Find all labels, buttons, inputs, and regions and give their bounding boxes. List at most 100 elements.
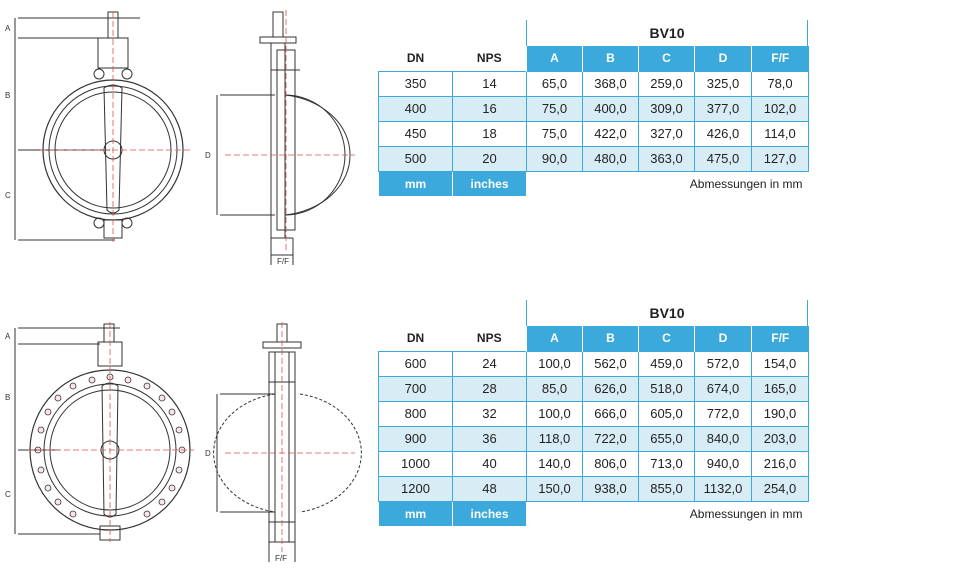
cell: 900 — [378, 425, 453, 452]
cell: 1132,0 — [694, 475, 752, 502]
col-header: B — [582, 326, 639, 351]
unit-mm: mm — [378, 170, 453, 197]
cell: 1000 — [378, 450, 453, 477]
col-header: C — [638, 326, 695, 351]
dim-c-label: C — [5, 191, 11, 200]
col-header: NPS — [452, 326, 527, 351]
cell: 800 — [378, 400, 453, 427]
cell: 75,0 — [526, 95, 583, 122]
cell: 203,0 — [751, 425, 809, 452]
col-header: DN — [378, 326, 453, 351]
cell: 480,0 — [582, 145, 639, 172]
cell: 938,0 — [582, 475, 639, 502]
cell: 400,0 — [582, 95, 639, 122]
cell: 36 — [452, 425, 527, 452]
cell: 713,0 — [638, 450, 695, 477]
cell: 377,0 — [694, 95, 752, 122]
cell: 940,0 — [694, 450, 752, 477]
dimensions-note: Abmessungen in mm — [526, 171, 809, 196]
table-row: 350 14 65,0 368,0 259,0 325,0 78,0 — [378, 70, 809, 97]
header-row: DN NPS A B C D F/F — [378, 46, 809, 71]
col-header: F/F — [751, 46, 809, 71]
dim-a-label-2: A — [5, 332, 11, 341]
dimensions-note: Abmessungen in mm — [526, 501, 809, 526]
col-header: F/F — [751, 326, 809, 351]
cell: 140,0 — [526, 450, 583, 477]
cell: 325,0 — [694, 70, 752, 97]
cell: 572,0 — [694, 350, 752, 377]
cell: 20 — [452, 145, 527, 172]
cell: 259,0 — [638, 70, 695, 97]
unit-inches: inches — [452, 170, 527, 197]
table-title: BV10 — [526, 300, 808, 326]
cell: 855,0 — [638, 475, 695, 502]
cell: 700 — [378, 375, 453, 402]
cell: 350 — [378, 70, 453, 97]
cell: 722,0 — [582, 425, 639, 452]
cell: 102,0 — [751, 95, 809, 122]
col-header: NPS — [452, 46, 527, 71]
cell: 18 — [452, 120, 527, 147]
cell: 666,0 — [582, 400, 639, 427]
col-header: C — [638, 46, 695, 71]
table-title: BV10 — [526, 20, 808, 46]
dim-c-label-2: C — [5, 490, 11, 499]
table-row: 800 32 100,0 666,0 605,0 772,0 190,0 — [378, 400, 809, 427]
cell: 400 — [378, 95, 453, 122]
header-row: DN NPS A B C D F/F — [378, 326, 809, 351]
cell: 78,0 — [751, 70, 809, 97]
side-view-wafer: D F/F — [205, 10, 365, 270]
table-row: 600 24 100,0 562,0 459,0 572,0 154,0 — [378, 350, 809, 377]
unit-row: mm inches Abmessungen in mm — [378, 170, 809, 197]
cell: 100,0 — [526, 400, 583, 427]
front-view-flanged: A B C — [0, 322, 210, 552]
cell: 65,0 — [526, 70, 583, 97]
table-row: 1000 40 140,0 806,0 713,0 940,0 216,0 — [378, 450, 809, 477]
cell: 90,0 — [526, 145, 583, 172]
cell: 48 — [452, 475, 527, 502]
cell: 16 — [452, 95, 527, 122]
cell: 626,0 — [582, 375, 639, 402]
cell: 426,0 — [694, 120, 752, 147]
cell: 154,0 — [751, 350, 809, 377]
cell: 327,0 — [638, 120, 695, 147]
cell: 840,0 — [694, 425, 752, 452]
cell: 118,0 — [526, 425, 583, 452]
cell: 806,0 — [582, 450, 639, 477]
col-header: D — [694, 326, 752, 351]
table-row: 400 16 75,0 400,0 309,0 377,0 102,0 — [378, 95, 809, 122]
cell: 363,0 — [638, 145, 695, 172]
col-header: A — [526, 326, 583, 351]
cell: 127,0 — [751, 145, 809, 172]
table-row: 1200 48 150,0 938,0 855,0 1132,0 254,0 — [378, 475, 809, 502]
cell: 605,0 — [638, 400, 695, 427]
dim-d-label: D — [205, 151, 211, 160]
cell: 422,0 — [582, 120, 639, 147]
col-header: A — [526, 46, 583, 71]
dim-b-label: B — [5, 91, 10, 100]
col-header: B — [582, 46, 639, 71]
cell: 216,0 — [751, 450, 809, 477]
table-row: 450 18 75,0 422,0 327,0 426,0 114,0 — [378, 120, 809, 147]
cell: 75,0 — [526, 120, 583, 147]
front-view-wafer: A B C — [0, 10, 210, 250]
cell: 450 — [378, 120, 453, 147]
cell: 28 — [452, 375, 527, 402]
dim-ff-label: F/F — [277, 257, 289, 266]
unit-inches: inches — [452, 500, 527, 527]
cell: 32 — [452, 400, 527, 427]
cell: 150,0 — [526, 475, 583, 502]
col-header: DN — [378, 46, 453, 71]
cell: 655,0 — [638, 425, 695, 452]
cell: 85,0 — [526, 375, 583, 402]
cell: 674,0 — [694, 375, 752, 402]
cell: 772,0 — [694, 400, 752, 427]
cell: 100,0 — [526, 350, 583, 377]
cell: 165,0 — [751, 375, 809, 402]
cell: 600 — [378, 350, 453, 377]
table-row: 500 20 90,0 480,0 363,0 475,0 127,0 — [378, 145, 809, 172]
dim-ff-label-2: F/F — [275, 554, 287, 563]
dim-a-label: A — [5, 24, 11, 33]
side-view-flanged: D F/F — [205, 322, 365, 572]
col-header: D — [694, 46, 752, 71]
